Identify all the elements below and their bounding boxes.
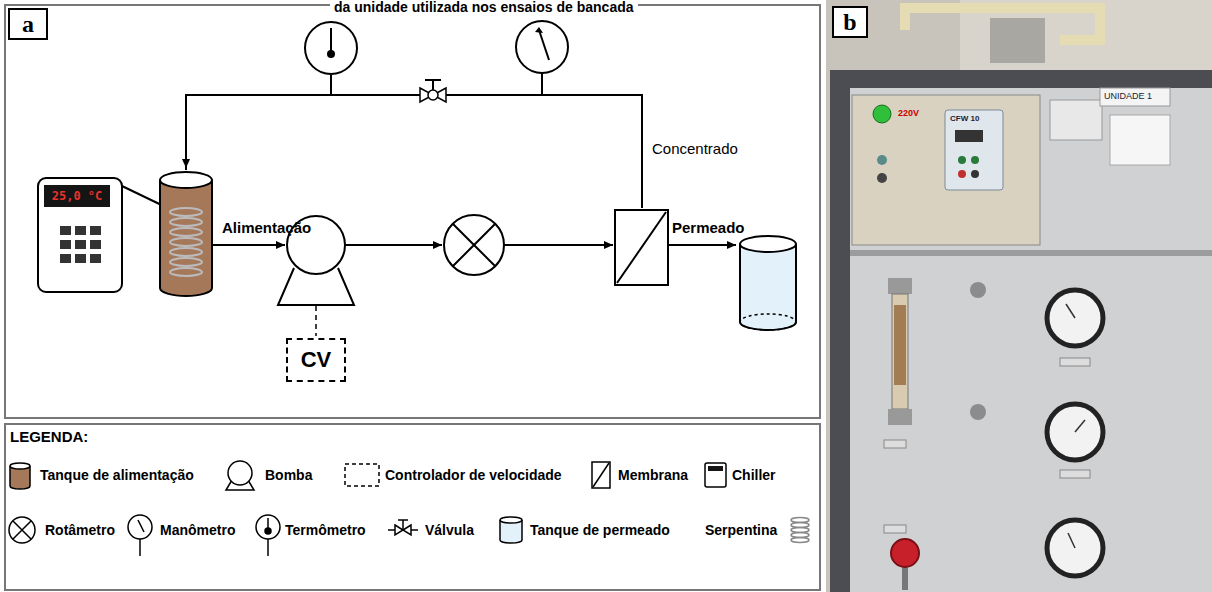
chiller-display: 25,0 °C	[44, 185, 110, 207]
node-text: b	[843, 9, 856, 36]
stream-label: Permeado	[672, 219, 745, 236]
legend-text: Controlador de velocidade	[385, 466, 562, 484]
legend-text: Válvula	[425, 521, 474, 539]
legend-text: Serpentina	[705, 521, 777, 539]
speed-controller-box: CV	[286, 338, 346, 382]
legend-text: Tanque de alimentação	[40, 466, 194, 484]
legend-text: Manômetro	[160, 521, 235, 539]
legend-text: Termômetro	[285, 521, 366, 539]
panel-letter: a	[8, 8, 48, 40]
legend-text: Chiller	[732, 466, 776, 484]
node-text: CV	[301, 347, 332, 373]
legend-text: Membrana	[618, 466, 688, 484]
figure-title: da unidade utilizada nos ensaios de banc…	[330, 0, 638, 15]
photo-label: UNIDADE 1	[1104, 91, 1152, 101]
legend-text: Tanque de permeado	[530, 521, 670, 539]
legend-text: Bomba	[265, 466, 312, 484]
node-text: a	[22, 11, 34, 38]
legend-heading: LEGENDA:	[10, 428, 88, 445]
panel-letter: b	[832, 6, 868, 38]
stream-label: Alimentação	[222, 219, 311, 236]
photo-label: 220V	[898, 108, 919, 118]
legend-text: Rotâmetro	[45, 521, 115, 539]
stream-label: Concentrado	[652, 140, 738, 157]
photo-label: CFW 10	[950, 114, 979, 123]
node-text: 25,0 °C	[52, 189, 103, 203]
